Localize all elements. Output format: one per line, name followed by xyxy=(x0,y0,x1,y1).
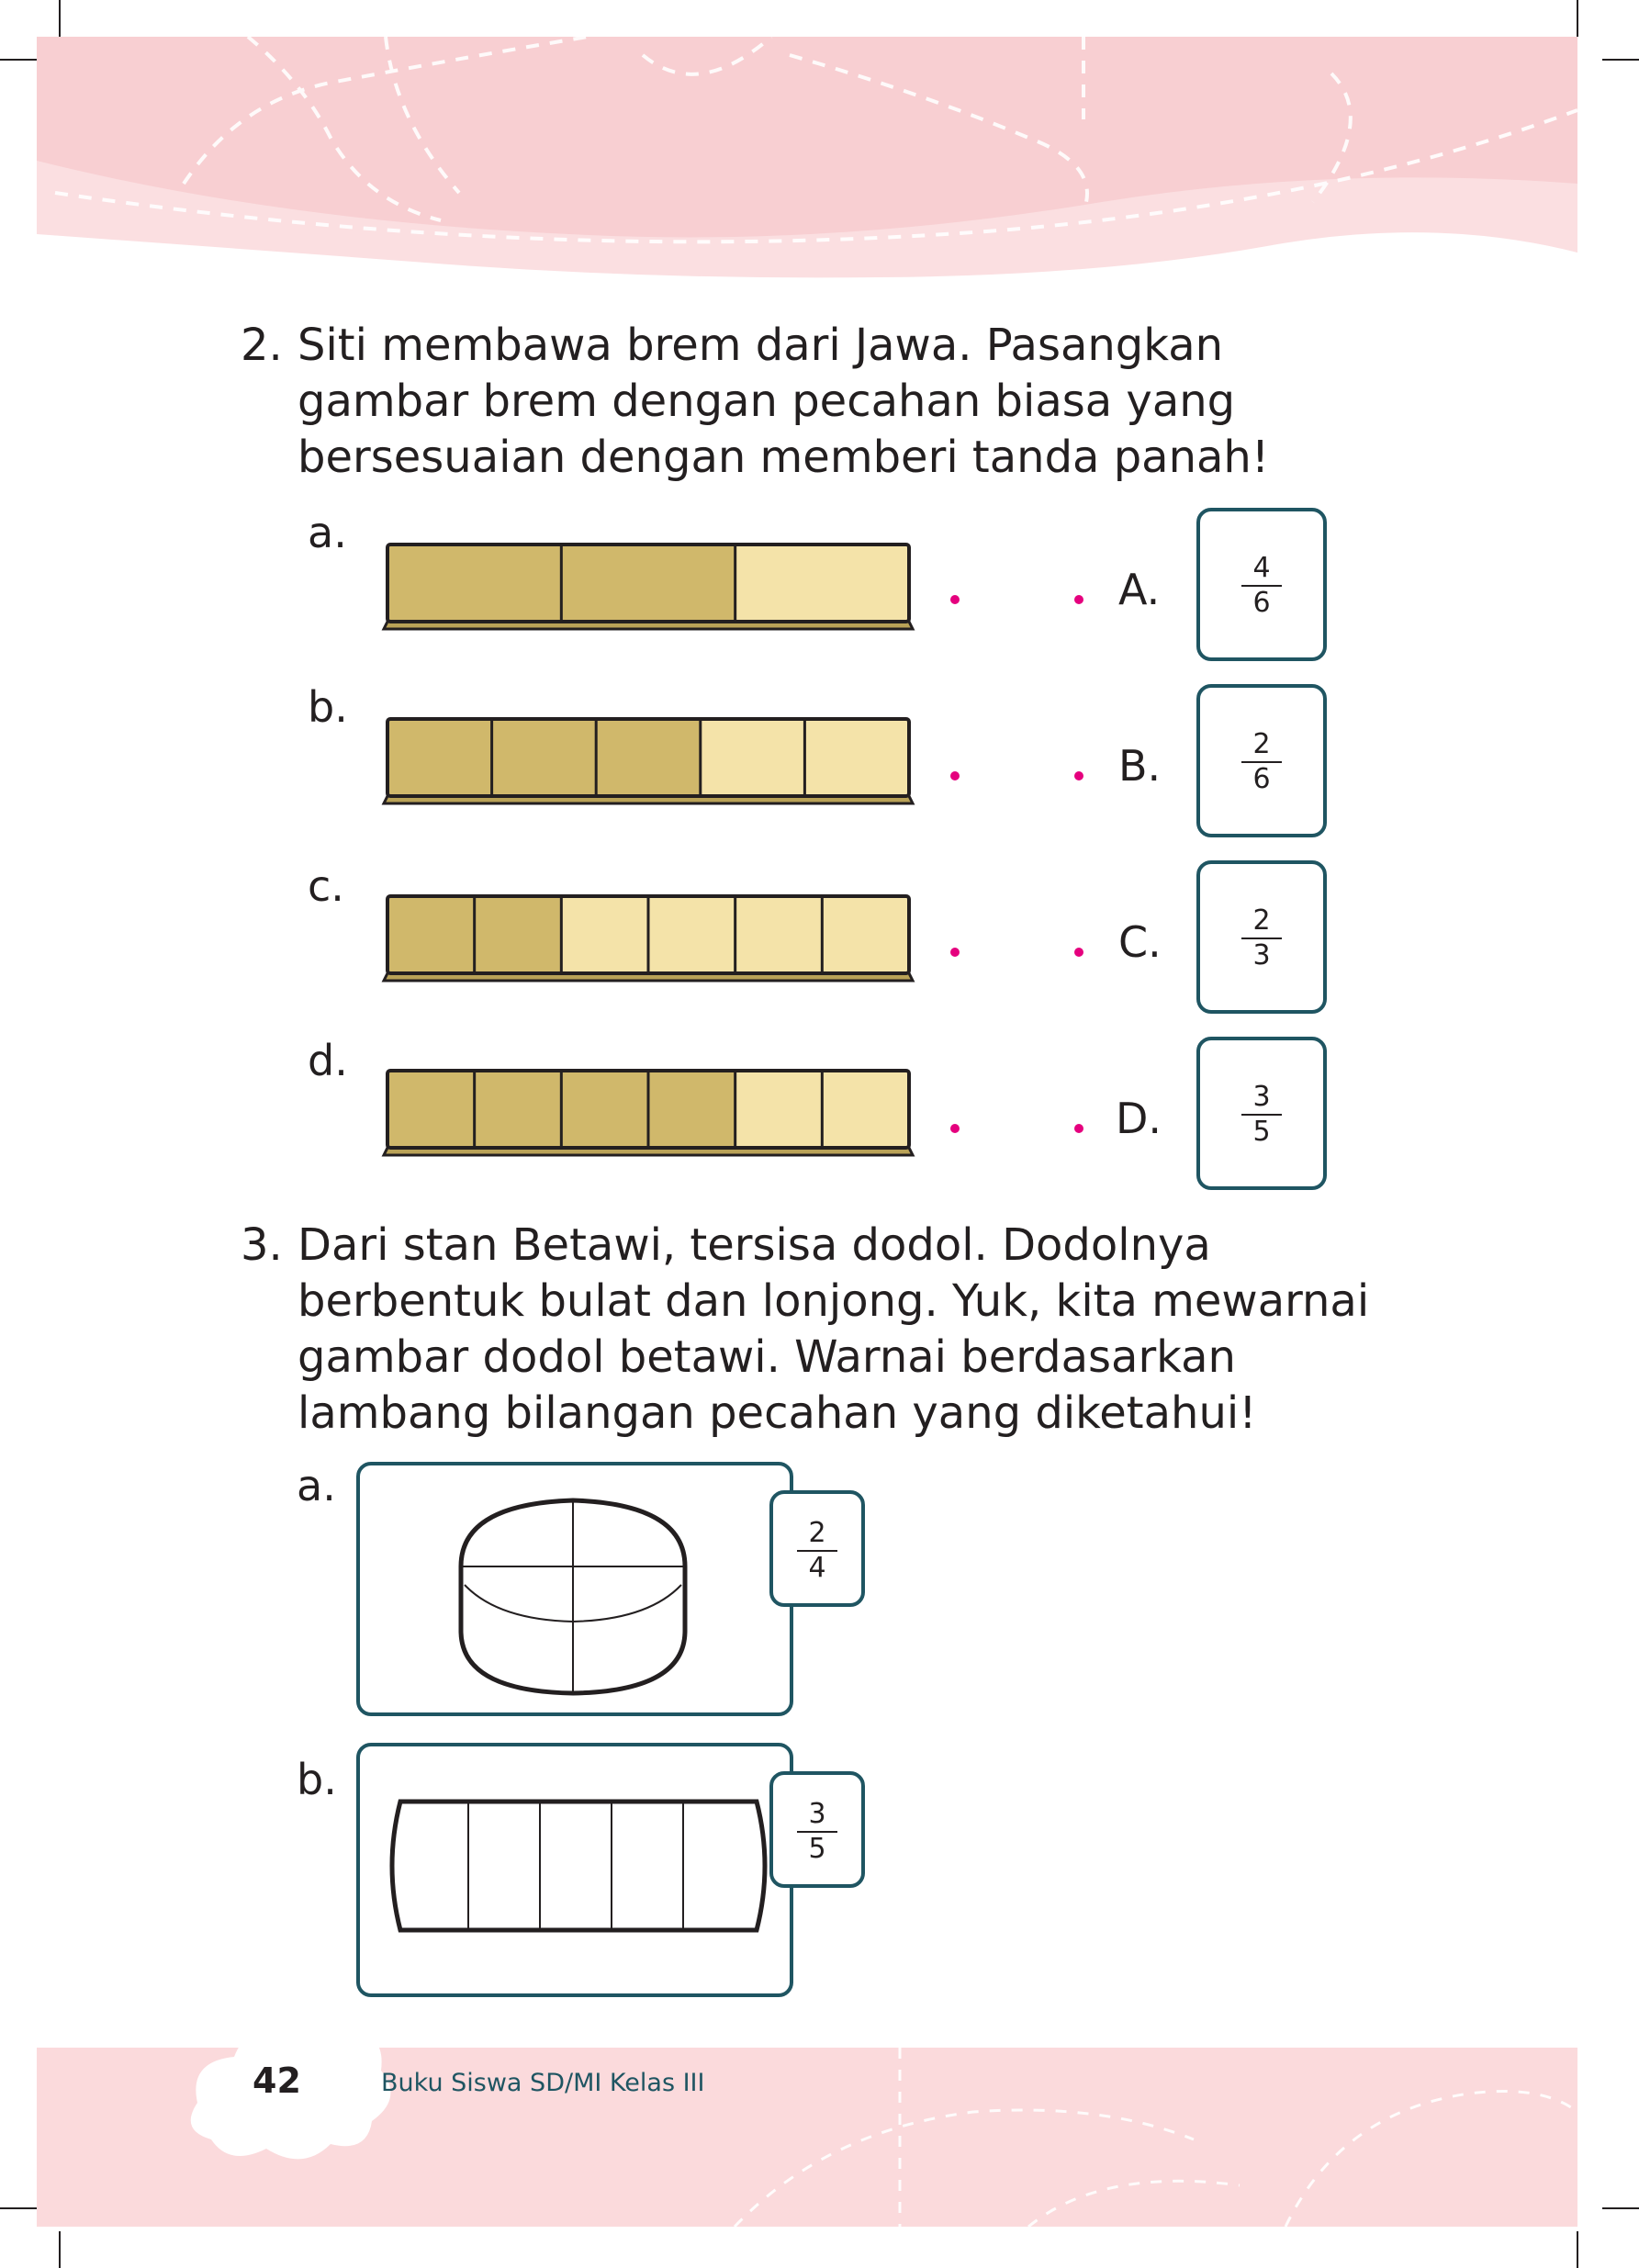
question-text-line: berbentuk bulat dan lonjong. Yuk, kita m… xyxy=(297,1275,1370,1327)
brem-bar-b xyxy=(381,717,915,805)
fraction-card-a: 4 6 xyxy=(1196,508,1327,661)
fraction-denominator: 5 xyxy=(1252,1116,1271,1148)
fraction-denominator: 3 xyxy=(1252,939,1271,971)
dodol-letter-a: a. xyxy=(297,1461,336,1510)
brem-segment-shaded xyxy=(387,545,562,622)
dodol-round-frame xyxy=(356,1462,793,1716)
brem-segment-unshaded xyxy=(700,719,805,796)
brem-segment-unshaded xyxy=(735,1071,823,1148)
match-dot-left-c[interactable] xyxy=(950,948,960,957)
question-text-line: gambar brem dengan pecahan biasa yang xyxy=(297,376,1236,427)
brem-bar-d xyxy=(381,1069,915,1157)
brem-segment-shaded xyxy=(648,1071,735,1148)
fraction-denominator: 6 xyxy=(1252,763,1271,795)
fraction-card-b: 2 6 xyxy=(1196,684,1327,837)
dodol-oblong-drawing[interactable] xyxy=(360,1746,790,1993)
fraction-bar xyxy=(1241,761,1282,763)
dodol-letter-b: b. xyxy=(297,1755,337,1804)
option-label-c: C. xyxy=(1118,917,1162,967)
brem-segment-unshaded xyxy=(822,896,909,973)
question-number: 2. xyxy=(241,320,283,371)
question-text-line: Siti membawa brem dari Jawa. Pasangkan xyxy=(297,320,1224,371)
brem-segment-shaded xyxy=(596,719,701,796)
option-label-d: D. xyxy=(1116,1094,1162,1143)
match-dot-left-b[interactable] xyxy=(950,771,960,780)
fraction-denominator: 6 xyxy=(1252,587,1271,619)
fraction-numerator: 3 xyxy=(1252,1081,1271,1113)
fraction-bar xyxy=(797,1831,837,1833)
fraction-denominator: 5 xyxy=(808,1833,826,1865)
item-letter-d: d. xyxy=(308,1036,348,1085)
dodol-fraction-card-b: 3 5 xyxy=(769,1771,865,1888)
fraction-bar xyxy=(797,1550,837,1552)
item-letter-a: a. xyxy=(308,508,347,557)
brem-outline xyxy=(386,717,911,798)
brem-segment-unshaded xyxy=(735,896,823,973)
item-letter-b: b. xyxy=(308,682,348,732)
match-dot-right-c[interactable] xyxy=(1074,948,1083,957)
brem-segment-unshaded xyxy=(804,719,909,796)
brem-segment-unshaded xyxy=(735,545,909,622)
option-label-b: B. xyxy=(1118,741,1162,791)
page-number: 42 xyxy=(253,2060,301,2101)
fraction-denominator: 4 xyxy=(808,1552,826,1584)
question-text-line: bersesuaian dengan memberi tanda panah! xyxy=(297,432,1270,483)
fraction-bar xyxy=(1241,1114,1282,1116)
fraction-card-c: 2 3 xyxy=(1196,860,1327,1014)
brem-segment-unshaded xyxy=(561,896,648,973)
brem-bar-c xyxy=(381,894,915,982)
match-dot-left-a[interactable] xyxy=(950,595,960,604)
brem-segment-shaded xyxy=(474,896,562,973)
book-title: Buku Siswa SD/MI Kelas III xyxy=(381,2069,705,2097)
option-label-a: A. xyxy=(1118,565,1161,614)
fraction-card-d: 3 5 xyxy=(1196,1037,1327,1190)
brem-segment-unshaded xyxy=(822,1071,909,1148)
brem-segment-shaded xyxy=(491,719,597,796)
match-dot-right-d[interactable] xyxy=(1074,1124,1083,1133)
question-text-line: lambang bilangan pecahan yang diketahui! xyxy=(297,1387,1257,1439)
brem-segment-shaded xyxy=(561,545,735,622)
fraction-numerator: 2 xyxy=(1252,728,1271,760)
brem-segment-shaded xyxy=(561,1071,648,1148)
fraction-numerator: 2 xyxy=(808,1517,826,1549)
brem-segment-shaded xyxy=(387,719,492,796)
fraction-numerator: 2 xyxy=(1252,904,1271,937)
dodol-oblong-frame xyxy=(356,1743,793,1997)
dodol-round-drawing[interactable] xyxy=(360,1465,790,1712)
question-text-line: gambar dodol betawi. Warnai berdasarkan xyxy=(297,1331,1236,1383)
brem-segment-shaded xyxy=(387,1071,475,1148)
item-letter-c: c. xyxy=(308,861,344,911)
fraction-bar xyxy=(1241,585,1282,587)
fraction-numerator: 4 xyxy=(1252,552,1271,584)
match-dot-left-d[interactable] xyxy=(950,1124,960,1133)
fraction-bar xyxy=(1241,938,1282,939)
match-dot-right-b[interactable] xyxy=(1074,771,1083,780)
brem-segment-shaded xyxy=(387,896,475,973)
question-number: 3. xyxy=(241,1219,283,1271)
brem-segment-shaded xyxy=(474,1071,562,1148)
question-text-line: Dari stan Betawi, tersisa dodol. Dodolny… xyxy=(297,1219,1211,1271)
match-dot-right-a[interactable] xyxy=(1074,595,1083,604)
dodol-fraction-card-a: 2 4 xyxy=(769,1490,865,1607)
brem-outline xyxy=(386,543,911,623)
brem-segment-unshaded xyxy=(648,896,735,973)
fraction-numerator: 3 xyxy=(808,1798,826,1830)
brem-bar-a xyxy=(381,543,915,631)
